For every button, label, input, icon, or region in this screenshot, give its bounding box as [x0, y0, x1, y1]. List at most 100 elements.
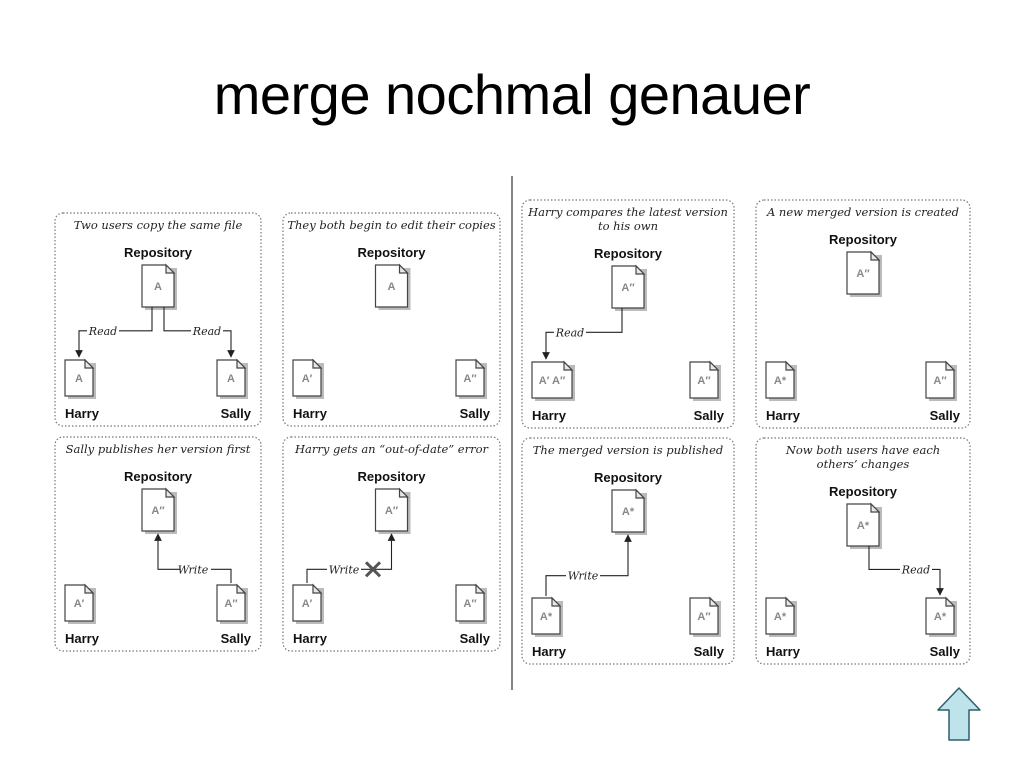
read-arrow-harry	[542, 331, 554, 360]
harry-file: A*	[531, 596, 563, 637]
doc-version-label: A″	[224, 598, 238, 610]
doc-page	[765, 361, 795, 399]
doc-corner-fold	[84, 358, 95, 369]
panel-caption: others’ changes	[817, 457, 910, 471]
read-arrow-sally	[932, 568, 944, 596]
write-arrow-harry	[600, 534, 632, 577]
harry-label: Harry	[293, 406, 328, 421]
write-label: Write	[568, 570, 599, 583]
slide-title: merge nochmal genauer	[213, 63, 811, 126]
doc-page	[374, 264, 409, 308]
repository-file: A*	[846, 502, 882, 549]
doc-version-label: A″	[385, 505, 399, 517]
write-connector	[545, 575, 566, 596]
repository-label: Repository	[124, 245, 193, 260]
panel-caption: to his own	[598, 219, 658, 233]
panel-2: They both begin to edit their copiesRepo…	[282, 212, 501, 427]
panel-caption: Now both users have each	[785, 443, 940, 457]
harry-label: Harry	[766, 644, 801, 659]
doc-page	[846, 251, 880, 295]
panel-frame	[755, 199, 971, 429]
sally-label: Sally	[930, 408, 961, 423]
repository-file: A″	[846, 250, 882, 297]
doc-page	[765, 597, 795, 635]
harry-file: A	[64, 358, 96, 399]
panel-caption: Two users copy the same file	[74, 218, 243, 232]
doc-page	[64, 359, 94, 397]
doc-corner-fold	[709, 360, 720, 371]
doc-page	[216, 359, 246, 397]
doc-version-label: A″	[151, 505, 165, 517]
doc-corner-fold	[945, 596, 956, 607]
doc-version-label: A	[154, 281, 162, 293]
doc-page	[64, 584, 94, 622]
repository-label: Repository	[829, 232, 898, 247]
repository-label: Repository	[358, 245, 427, 260]
doc-version-label: A*	[857, 520, 870, 532]
repository-file: A″	[374, 487, 411, 534]
doc-corner-fold	[870, 250, 881, 261]
doc-version-label: A*	[622, 506, 635, 518]
doc-version-label: A″	[697, 375, 711, 387]
doc-corner-fold	[84, 583, 95, 594]
doc-corner-fold	[398, 263, 409, 274]
read-label: Read	[555, 326, 584, 339]
sally-file: A″	[216, 583, 248, 624]
doc-page	[216, 584, 246, 622]
doc-page	[292, 359, 322, 397]
doc-page	[455, 359, 485, 397]
doc-version-label: A″	[933, 375, 947, 387]
harry-file: A′	[292, 358, 324, 399]
harry-label: Harry	[65, 631, 100, 646]
doc-version-label: A	[75, 373, 83, 385]
doc-version-label: A′	[74, 598, 85, 610]
harry-file: A*	[765, 596, 797, 637]
harry-file: A′	[64, 583, 96, 624]
doc-page	[611, 265, 645, 309]
sally-file: A″	[925, 360, 957, 401]
panel-4: Harry gets an “out-of-date” errorReposit…	[282, 436, 501, 652]
doc-version-label: A*	[774, 611, 787, 623]
repository-file: A″	[141, 487, 177, 534]
panel-caption: They both begin to edit their copies	[287, 218, 495, 232]
doc-page	[141, 264, 175, 308]
doc-page	[141, 488, 175, 532]
sally-file: A″	[455, 583, 487, 624]
sally-file: A″	[455, 358, 487, 399]
harry-label: Harry	[532, 408, 567, 423]
harry-label: Harry	[766, 408, 801, 423]
doc-page	[925, 597, 955, 635]
sally-label: Sally	[221, 631, 252, 646]
up-arrow-icon[interactable]	[936, 686, 982, 742]
doc-page	[455, 584, 485, 622]
sally-label: Sally	[460, 631, 491, 646]
doc-corner-fold	[165, 263, 176, 274]
read-connector	[586, 308, 623, 333]
panel-caption: Harry compares the latest version	[527, 205, 728, 219]
doc-corner-fold	[398, 487, 409, 498]
sally-label: Sally	[930, 644, 961, 659]
doc-version-label: A″	[463, 598, 477, 610]
doc-corner-fold	[312, 583, 323, 594]
doc-version-label: A*	[934, 611, 947, 623]
doc-version-label: A′	[302, 598, 313, 610]
up-arrow-shape	[937, 687, 981, 741]
doc-corner-fold	[165, 487, 176, 498]
doc-version-label: A″	[621, 282, 635, 294]
sally-file: A″	[689, 360, 721, 401]
doc-version-label: A″	[463, 373, 477, 385]
read-label: Read	[88, 325, 117, 338]
panel-3: Sally publishes her version firstReposit…	[54, 436, 262, 652]
repository-file: A	[374, 263, 411, 310]
read-connector	[119, 307, 153, 332]
sally-label: Sally	[694, 408, 725, 423]
read-arrow-sally	[223, 330, 235, 358]
panels-layer: Two users copy the same fileRepositoryAA…	[54, 199, 971, 665]
doc-corner-fold	[635, 488, 646, 499]
doc-corner-fold	[635, 264, 646, 275]
repository-label: Repository	[358, 469, 427, 484]
doc-page	[611, 489, 645, 533]
